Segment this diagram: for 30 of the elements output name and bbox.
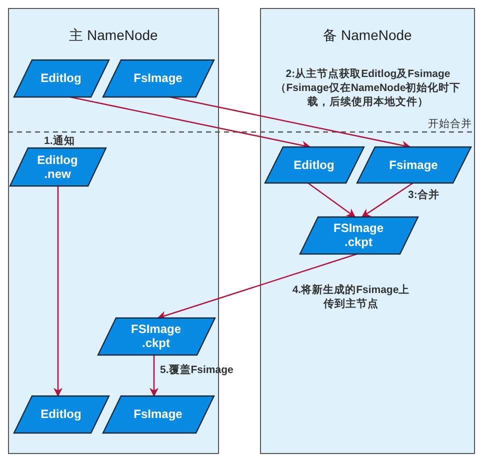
- node-label: Editlog: [292, 158, 336, 172]
- node-label: Fsimage: [388, 158, 439, 172]
- node-label: FsImage: [132, 407, 184, 421]
- panel-title: 备 NameNode: [322, 27, 413, 45]
- data-parallelogram: [14, 60, 108, 96]
- panel: [260, 8, 475, 454]
- arrow: [361, 182, 414, 218]
- node-label: FSImage .ckpt: [130, 322, 182, 350]
- node-label: Editlog .new: [36, 152, 79, 180]
- edge-label: 3:合并: [408, 188, 440, 202]
- node-label: Editlog: [40, 71, 82, 85]
- node-label: FSImage .ckpt: [332, 221, 384, 249]
- edge-label: 4.将新生成的Fsimage上传到主节点: [291, 283, 411, 311]
- data-parallelogram: [264, 146, 364, 182]
- arrow: [149, 355, 159, 397]
- data-parallelogram: [356, 146, 470, 182]
- node-label: FsImage: [132, 71, 184, 85]
- note-text: 1.通知: [44, 134, 76, 148]
- note-text: 开始合并: [427, 117, 472, 131]
- data-parallelogram: [98, 318, 214, 354]
- panel-title: 主 NameNode: [68, 27, 159, 45]
- data-parallelogram: [14, 396, 108, 432]
- data-parallelogram: [300, 216, 418, 254]
- arrow: [53, 186, 63, 397]
- arrow: [308, 182, 356, 218]
- node-label: Editlog: [40, 407, 82, 421]
- data-parallelogram: [102, 396, 214, 432]
- note-text: 2:从主节点获取Editlog及Fsimage（Fsimage仅在NameNode初始化时下载，后续使用本地文件）: [274, 67, 462, 109]
- data-parallelogram: [102, 60, 214, 96]
- data-parallelogram: [10, 148, 106, 186]
